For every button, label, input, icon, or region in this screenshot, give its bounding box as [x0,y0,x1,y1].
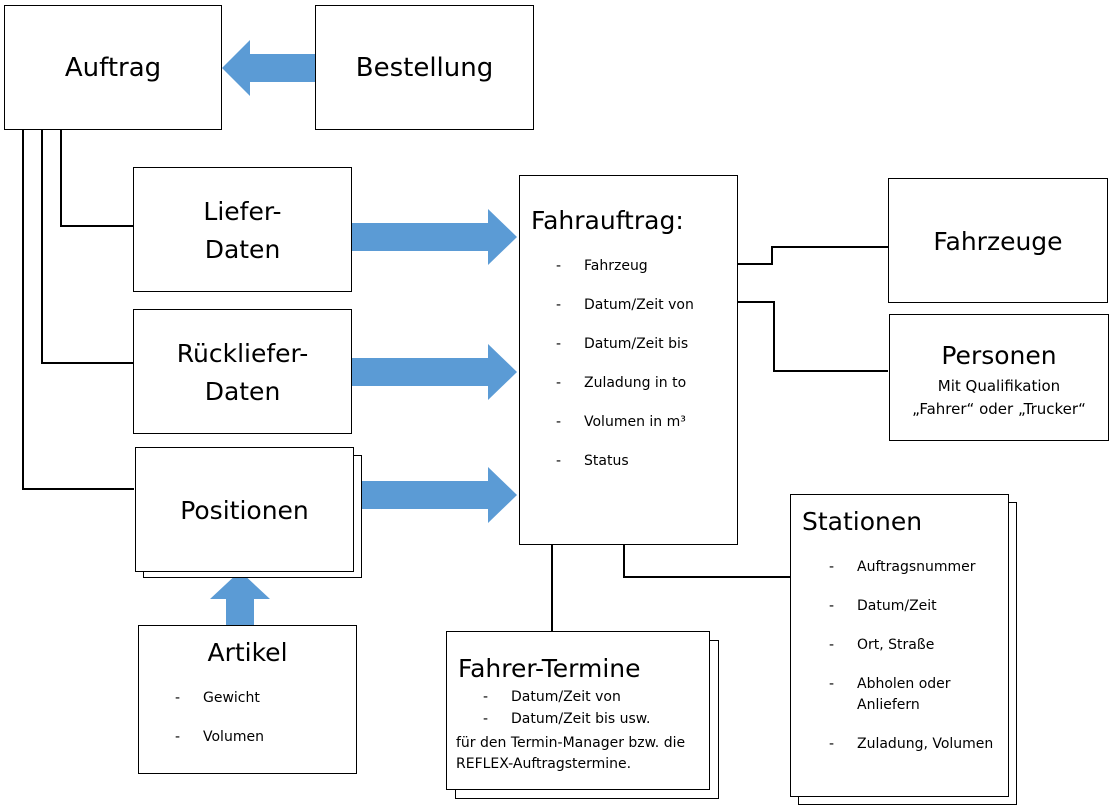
list-item: - Datum/Zeit bis [556,336,694,375]
list-item-label: Fahrzeug [584,258,648,274]
list-bullet: - [556,297,562,313]
list-item: - Auftragsnummer [829,559,993,598]
fahrertermine-title: Fahrer-Termine [458,654,641,683]
rueckliefer-title-line2: Daten [204,377,281,406]
stationen-list: - Auftragsnummer - Datum/Zeit - Ort, Straße… [829,559,993,752]
auftrag-box: Auftrag [4,5,222,130]
list-item: - Abholen oder [829,676,993,697]
list-item-label: Datum/Zeit von [511,689,621,705]
connector-auftrag-rueckliefer [41,129,134,364]
list-item: - Zuladung in to [556,375,694,414]
list-item-label: Datum/Zeit bis usw. [511,711,651,727]
list-bullet: - [483,689,489,705]
bestellung-box: Bestellung [315,5,534,130]
list-item: - Datum/Zeit [829,598,993,637]
list-item-label: Ort, Straße [857,637,935,653]
fahrzeuge-title: Fahrzeuge [933,227,1063,256]
connector-fahrauftrag-personen [736,301,888,372]
personen-box: Personen Mit Qualifikation „Fahrer“ oder… [889,314,1109,441]
connector-auftrag-lieferdaten [60,129,134,227]
list-item-label: Volumen in m³ [584,414,686,430]
list-item-label: Status [584,453,629,469]
list-item: - Status [556,453,694,469]
arrow-positionen-to-fahrauftrag [354,467,517,523]
fahrertermine-note-line2: REFLEX-Auftragstermine. [456,756,632,772]
list-item: - Datum/Zeit bis usw. [483,711,650,733]
list-bullet: - [829,559,835,575]
list-bullet: - [556,414,562,430]
fahrauftrag-title: Fahrauftrag: [531,206,684,235]
connector-auftrag-positionen [22,129,134,490]
list-item-label: Auftragsnummer [857,559,976,575]
list-bullet: - [829,637,835,653]
list-bullet: - [175,690,181,706]
list-item-label: Zuladung in to [584,375,687,391]
fahrertermine-list: - Datum/Zeit von - Datum/Zeit bis usw. [483,689,650,733]
list-item-label: Gewicht [203,690,260,706]
list-item: - Volumen [175,729,264,745]
personen-title: Personen [941,341,1057,370]
list-bullet: - [556,336,562,352]
arrow-rueckliefer-to-fahrauftrag [352,344,517,400]
list-item-label: Abholen oder [857,676,951,692]
fahrauftrag-box: Fahrauftrag: - Fahrzeug - Datum/Zeit von -… [519,175,738,545]
artikel-title: Artikel [207,638,288,667]
list-item: - Volumen in m³ [556,414,694,453]
list-item: - Ort, Straße [829,637,993,676]
list-item-label: Zuladung, Volumen [857,736,994,752]
list-item-label: Datum/Zeit bis [584,336,689,352]
list-item-continuation: Anliefern [829,697,993,736]
list-bullet: - [829,676,835,692]
list-item: - Datum/Zeit von [483,689,650,711]
list-bullet: - [556,453,562,469]
list-item-label: Anliefern [857,697,920,713]
connector-fahrauftrag-fahrzeuge [736,246,888,265]
personen-qualification-line1: Mit Qualifikation [937,377,1061,395]
positionen-title: Positionen [180,496,309,525]
fahrzeuge-box: Fahrzeuge [888,178,1108,303]
arrow-lieferdaten-to-fahrauftrag [352,209,517,265]
list-bullet: - [556,375,562,391]
arrow-artikel-to-positionen [210,571,270,626]
auftrag-title: Auftrag [64,53,162,83]
personen-qualification-line2: „Fahrer“ oder „Trucker“ [912,400,1086,418]
artikel-box: Artikel - Gewicht - Volumen [138,625,357,774]
rueckliefer-box: Rückliefer- Daten [133,309,352,434]
list-item: - Zuladung, Volumen [829,736,993,752]
arrow-bestellung-to-auftrag [222,40,315,96]
list-item-label: Datum/Zeit [857,598,937,614]
connector-fahrauftrag-stationen [623,543,790,578]
lieferdaten-title-line1: Liefer- [203,197,282,226]
stationen-box: Stationen - Auftragsnummer - Datum/Zeit - O… [790,494,1009,797]
bestellung-title: Bestellung [355,53,494,83]
fahrertermine-box: Fahrer-Termine - Datum/Zeit von - Datum/Ze… [446,631,710,790]
list-bullet: - [829,736,835,752]
list-item-label: Volumen [203,729,264,745]
list-bullet: - [175,729,181,745]
list-item: - Datum/Zeit von [556,297,694,336]
fahrauftrag-list: - Fahrzeug - Datum/Zeit von - Datum/Zeit bi… [556,258,694,469]
list-item: - Fahrzeug [556,258,694,297]
lieferdaten-title-line2: Daten [204,235,281,264]
artikel-list: - Gewicht - Volumen [175,690,264,745]
stationen-title: Stationen [802,507,923,536]
list-bullet: - [556,258,562,274]
list-bullet: - [829,598,835,614]
list-bullet: - [483,711,489,727]
lieferdaten-box: Liefer- Daten [133,167,352,292]
rueckliefer-title-line1: Rückliefer- [176,339,309,368]
positionen-box: Positionen [135,447,354,572]
list-item: - Gewicht [175,690,264,729]
list-item-label: Datum/Zeit von [584,297,694,313]
fahrertermine-note-line1: für den Termin-Manager bzw. die [456,735,686,751]
